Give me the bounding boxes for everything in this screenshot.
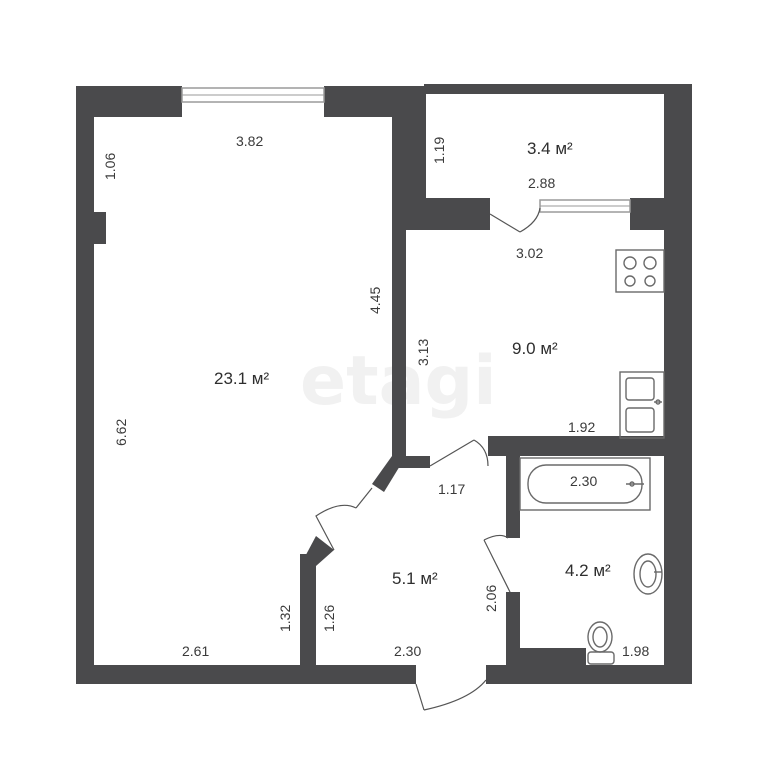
stove-icon xyxy=(615,249,665,293)
dimension-label: 1.17 xyxy=(438,481,465,497)
dimension-label: 2.30 xyxy=(570,473,597,489)
dimension-label: 6.62 xyxy=(113,419,129,446)
walls xyxy=(76,84,692,684)
balcony-area: 3.4 м² xyxy=(527,139,573,158)
window-icon xyxy=(181,87,325,103)
door-swing-icon xyxy=(415,679,487,711)
dimension-label: 2.88 xyxy=(528,175,555,191)
dimension-label: 1.19 xyxy=(431,137,447,164)
toilet-icon xyxy=(587,621,615,665)
dimension-label: 3.13 xyxy=(415,339,431,366)
living-room-area: 23.1 м² xyxy=(214,369,269,388)
dimension-label: 1.92 xyxy=(568,419,595,435)
dimension-label: 1.98 xyxy=(622,643,649,659)
door-swing-icon xyxy=(315,487,373,551)
doors xyxy=(315,207,541,711)
washbasin-icon xyxy=(633,553,663,595)
dimension-label: 1.06 xyxy=(102,153,118,180)
door-swing-icon xyxy=(489,207,541,233)
bathroom-area: 4.2 м² xyxy=(565,561,611,580)
sink-icon xyxy=(619,371,665,439)
windows xyxy=(181,87,631,213)
dimension-label: 3.02 xyxy=(516,245,543,261)
door-swing-icon xyxy=(483,534,511,593)
dimension-label: 2.61 xyxy=(182,643,209,659)
dimension-label: 4.45 xyxy=(367,287,383,314)
dimension-label: 1.26 xyxy=(321,605,337,632)
dimension-label: 1.32 xyxy=(277,605,293,632)
window-icon xyxy=(539,199,631,213)
dimension-label: 2.06 xyxy=(483,585,499,612)
bathtub-icon xyxy=(519,457,651,511)
kitchen-area: 9.0 м² xyxy=(512,339,558,358)
hallway-area: 5.1 м² xyxy=(392,569,438,588)
dimension-label: 2.30 xyxy=(394,643,421,659)
door-swing-icon xyxy=(429,439,489,467)
dimension-label: 3.82 xyxy=(236,133,263,149)
